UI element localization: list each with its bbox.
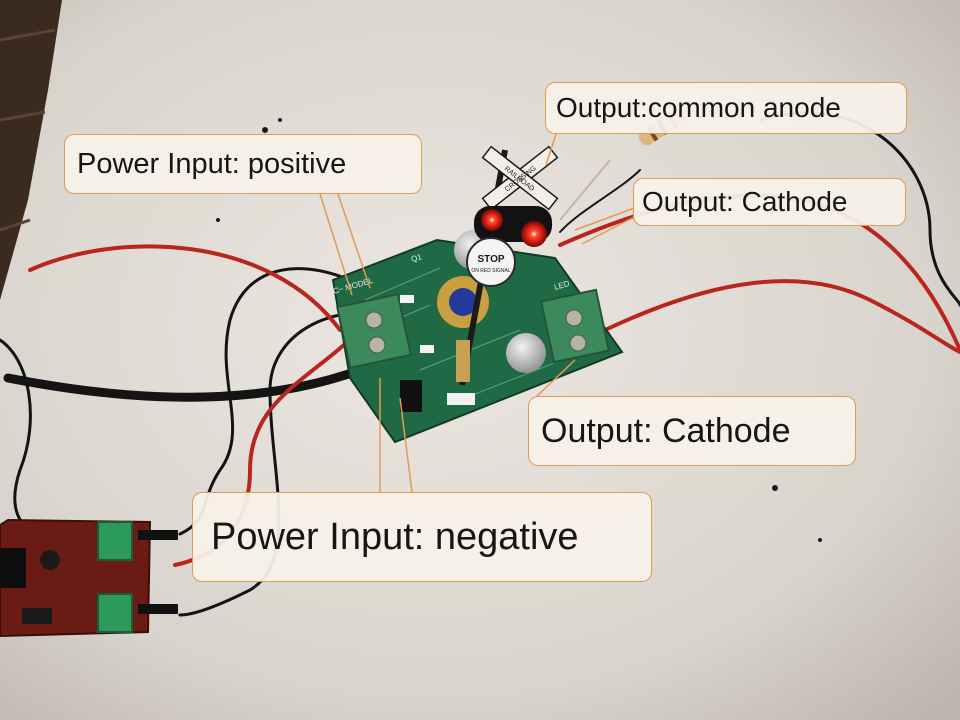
crossing-signal: RAILROAD CROSSING STOP ON RED SIGNAL: [456, 145, 559, 386]
callout-output-common-anode: Output:common anode: [545, 82, 907, 134]
stop-sign-text: STOP: [477, 254, 504, 265]
signal-led-left: [481, 209, 503, 231]
callout-output-cathode-lower: Output: Cathode: [528, 396, 856, 466]
capacitor-2: [506, 333, 546, 373]
sensor-board: [0, 518, 178, 638]
power-terminal-block: [336, 293, 412, 369]
main-pcb: C− MODEL Q1 LED: [331, 230, 624, 444]
callout-output-cathode-lower-text: Output: Cathode: [541, 412, 791, 450]
sensor-terminal-bottom: [97, 593, 133, 633]
crossbuck-bar-2: [481, 145, 559, 211]
callout-power-input-positive-text: Power Input: positive: [77, 147, 347, 180]
callout-power-input-negative: Power Input: negative: [192, 492, 652, 582]
stop-sign: [466, 237, 516, 287]
board-led-label: LED: [553, 279, 571, 292]
board-q1-label: Q1: [410, 252, 423, 264]
ink-specks: [216, 118, 822, 542]
stop-sign-subtext: ON RED SIGNAL: [471, 268, 510, 274]
callout-output-common-anode-text: Output:common anode: [556, 92, 841, 123]
callout-output-cathode-upper-text: Output: Cathode: [642, 186, 848, 217]
callout-power-input-negative-text: Power Input: negative: [211, 516, 579, 558]
callout-output-cathode-upper: Output: Cathode: [633, 178, 906, 226]
callout-leaders: [319, 133, 641, 501]
sensor-terminal-top: [97, 521, 133, 561]
callout-power-input-positive: Power Input: positive: [64, 134, 422, 194]
wood-grain: [0, 28, 56, 232]
signal-led-right: [521, 221, 547, 247]
